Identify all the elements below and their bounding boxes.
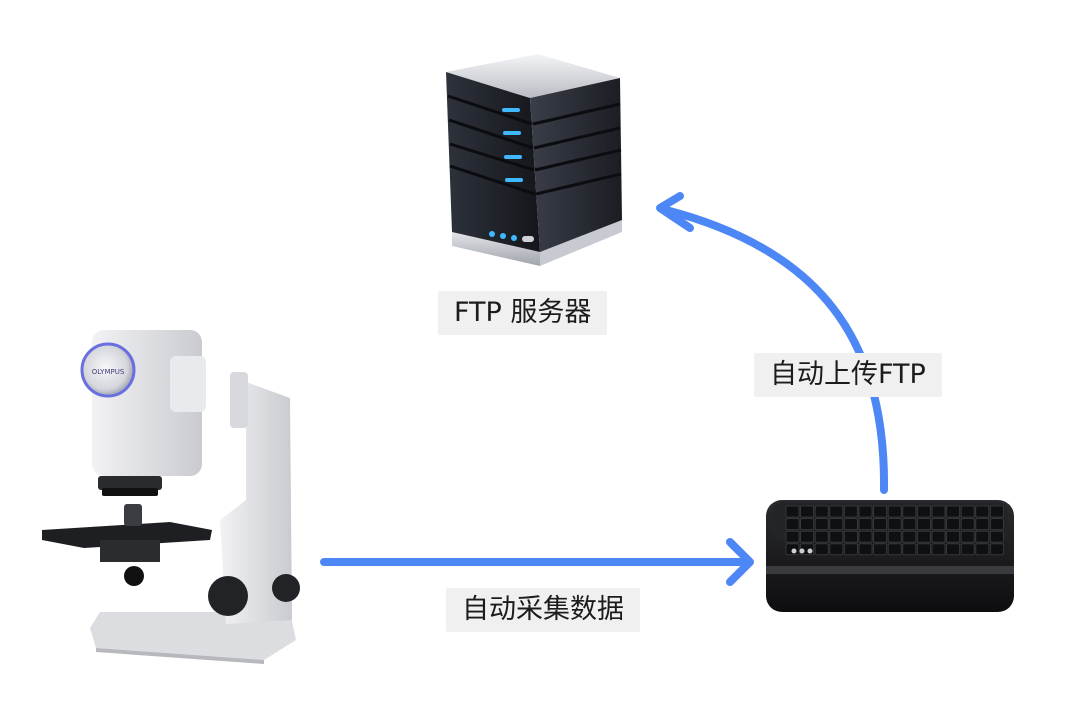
- keypad-key: [931, 530, 946, 543]
- keypad-key: [975, 530, 990, 543]
- keypad-key: [844, 518, 858, 530]
- keypad-key: [829, 543, 844, 556]
- keypad-key: [829, 530, 844, 543]
- auto-collect-label: 自动采集数据: [446, 588, 640, 632]
- keypad-key: [800, 530, 814, 543]
- keypad-key: [960, 505, 975, 518]
- keypad-key: [829, 505, 844, 518]
- keypad-key: [917, 530, 931, 543]
- keypad-key: [902, 530, 917, 543]
- keypad-key: [931, 505, 946, 518]
- keypad-key: [990, 543, 1004, 556]
- keypad-key: [800, 518, 814, 530]
- keypad-key: [873, 518, 887, 530]
- keypad-key: [887, 518, 902, 530]
- keypad-key: [990, 530, 1004, 543]
- keypad-key: [975, 543, 990, 556]
- keypad-key: [814, 530, 829, 543]
- keypad-key: [858, 518, 873, 530]
- keypad-key: [814, 505, 829, 518]
- keypad-key: [858, 530, 873, 543]
- keypad-key: [902, 505, 917, 518]
- keypad-key: [887, 530, 902, 543]
- keypad-key: [844, 505, 858, 518]
- keypad-key: [873, 543, 887, 556]
- keypad-key: [946, 530, 960, 543]
- keypad-key: [800, 505, 814, 518]
- keypad-key: [844, 530, 858, 543]
- keypad-key: [946, 543, 960, 556]
- keypad-key: [785, 505, 800, 518]
- keypad-key: [917, 505, 931, 518]
- keypad-key: [917, 543, 931, 556]
- keypad-key: [931, 518, 946, 530]
- keypad-key: [829, 518, 844, 530]
- keypad-key: [975, 518, 990, 530]
- keypad-key: [887, 505, 902, 518]
- keypad-key: [887, 543, 902, 556]
- keypad-key: [931, 543, 946, 556]
- keypad-key: [990, 518, 1004, 530]
- keypad-key: [917, 518, 931, 530]
- keypad-key: [873, 505, 887, 518]
- microscope-image: OLYMPUS: [42, 330, 300, 664]
- keypad-key: [902, 543, 917, 556]
- ftp-server-icon: [446, 54, 622, 266]
- auto-upload-label: 自动上传FTP: [754, 353, 942, 397]
- keypad-key: [946, 505, 960, 518]
- keypad-grid: [785, 505, 1004, 556]
- keypad-key: [975, 505, 990, 518]
- keypad-key: [785, 518, 800, 530]
- microscope-brand-text: OLYMPUS: [92, 368, 125, 376]
- keypad-key: [814, 518, 829, 530]
- keypad-key: [858, 543, 873, 556]
- keypad-key: [960, 543, 975, 556]
- data-collector-box-icon: [766, 500, 1014, 612]
- keypad-key: [858, 505, 873, 518]
- keypad-key: [990, 505, 1004, 518]
- ftp-server-label: FTP 服务器: [438, 291, 608, 335]
- keypad-key: [902, 518, 917, 530]
- keypad-key: [814, 543, 829, 556]
- keypad-key: [946, 518, 960, 530]
- keypad-key: [873, 530, 887, 543]
- arrow-collect: [320, 538, 754, 586]
- keypad-key: [844, 543, 858, 556]
- keypad-key: [960, 530, 975, 543]
- arrow-upload: [656, 192, 889, 494]
- keypad-key: [785, 530, 800, 543]
- keypad-key: [960, 518, 975, 530]
